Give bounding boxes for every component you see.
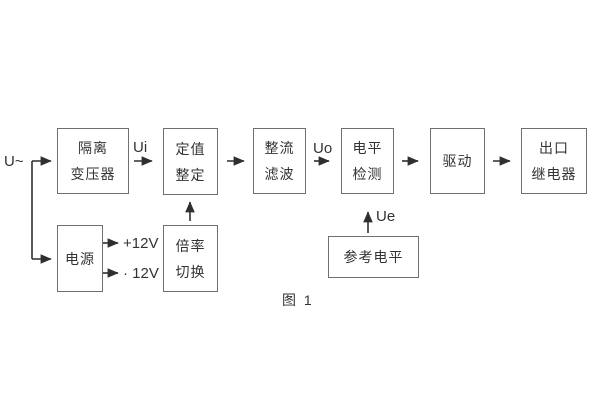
block-rectifier-filter: 整流 滤波	[253, 128, 306, 194]
block-label: 参考电平	[343, 249, 404, 265]
figure-caption: 图 1	[282, 292, 314, 308]
label-input-voltage: U~	[4, 153, 24, 170]
block-label: 检测	[352, 166, 383, 182]
block-label: 电平	[352, 140, 383, 156]
block-drive: 驱动	[430, 128, 485, 194]
block-label: 出口	[539, 140, 569, 156]
block-label: 继电器	[531, 166, 577, 182]
label-plus-12v: +12V	[123, 235, 159, 252]
block-label: 定值	[175, 140, 206, 157]
block-label: 变压器	[70, 166, 116, 182]
block-label: 整流	[264, 140, 295, 156]
block-setting-adjust: 定值 整定	[163, 128, 218, 195]
label-minus-12v: · 12V	[123, 265, 159, 282]
block-power-supply: 电源	[57, 225, 103, 292]
block-label: 电源	[65, 250, 95, 267]
block-label: 倍率	[175, 237, 206, 254]
label-ue: Ue	[376, 208, 396, 225]
block-reference-level: 参考电平	[328, 236, 419, 278]
label-ui: Ui	[133, 139, 148, 156]
block-label: 驱动	[442, 153, 473, 169]
block-label: 隔离	[78, 140, 108, 156]
block-label: 滤波	[264, 166, 295, 182]
block-label: 切换	[175, 263, 206, 280]
block-level-detection: 电平 检测	[341, 128, 394, 194]
block-output-relay: 出口 继电器	[521, 128, 587, 194]
block-label: 整定	[175, 166, 206, 183]
block-ratio-switch: 倍率 切换	[163, 225, 218, 292]
block-isolation-transformer: 隔离 变压器	[57, 128, 129, 194]
label-uo: Uo	[313, 140, 333, 157]
